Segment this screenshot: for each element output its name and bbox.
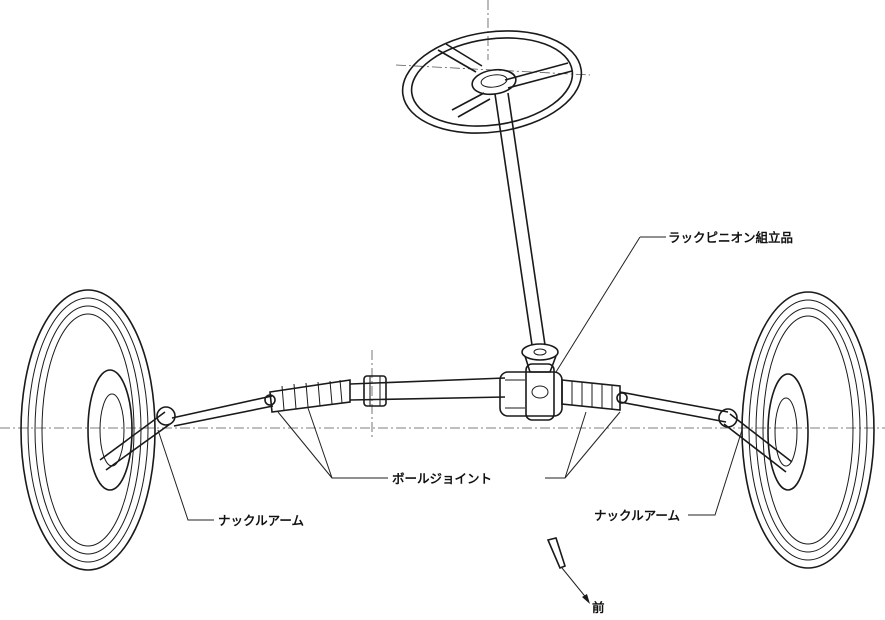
center-lines [0,0,885,440]
right-wheel [718,291,875,569]
tie-rods [171,391,729,427]
left-boot [269,379,351,413]
label-knuckle-arm-left: ナックルアーム [218,513,305,528]
label-rack-pinion: ラックピニオン組立品 [668,230,793,245]
steering-wheel [401,30,583,134]
front-arrow [546,537,590,604]
label-ball-joint: ボールジョイント [392,471,492,486]
left-wheel [20,289,176,571]
label-knuckle-arm-right: ナックルアーム [594,508,681,523]
rack-housing [349,363,563,421]
label-front: 前 [592,600,605,615]
leader-lines [157,236,743,521]
right-boot [561,379,621,411]
steering-column [494,92,559,373]
